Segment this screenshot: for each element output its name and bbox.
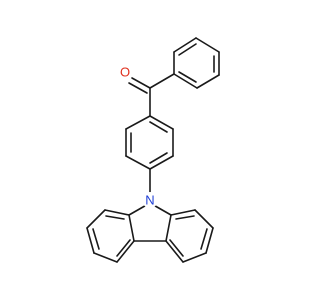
double-bond-inner [149,152,168,164]
top-phenyl-ring [173,37,220,89]
double-bond-inner [200,228,208,250]
bond [195,37,220,53]
bond [104,209,130,216]
bond [149,115,174,130]
double-bond-inner [178,71,197,83]
nitrogen-background [142,192,158,208]
carbonyl-bond-a [131,77,151,89]
double-bond-inner [175,215,195,220]
bond [182,252,207,263]
oxygen-background [117,64,133,80]
double-bond-inner [105,215,125,220]
bond [93,252,118,263]
bond [196,74,220,89]
bond [149,155,174,170]
bond [165,240,184,263]
bond [173,37,197,53]
bond [205,227,214,254]
bond [116,240,135,263]
double-bond-inner [116,239,131,257]
bond [86,227,95,254]
double-bond-inner [149,121,168,133]
oxygen-atom-label: O [120,65,130,80]
double-bond-inner [178,43,197,56]
nitrogen-atom-label: N [145,193,154,208]
bond [194,209,214,229]
double-bond-inner [169,239,184,257]
carbonyl-bond-b [128,82,148,94]
middle-phenylene-ring [125,115,174,170]
double-bond-inner [92,228,100,250]
bond [125,115,151,130]
bond [173,73,198,89]
carbazole-right-ring [165,209,214,263]
bond [149,73,175,89]
structure-diagram: O [86,37,220,263]
bond [125,155,151,170]
bond [170,209,196,216]
bond [86,209,106,229]
bond [165,214,172,242]
carbazole-left-ring [86,209,135,263]
bond [128,214,135,242]
carbonyl-group: O [117,64,175,117]
carbazole-pyrrole-ring [128,202,172,242]
